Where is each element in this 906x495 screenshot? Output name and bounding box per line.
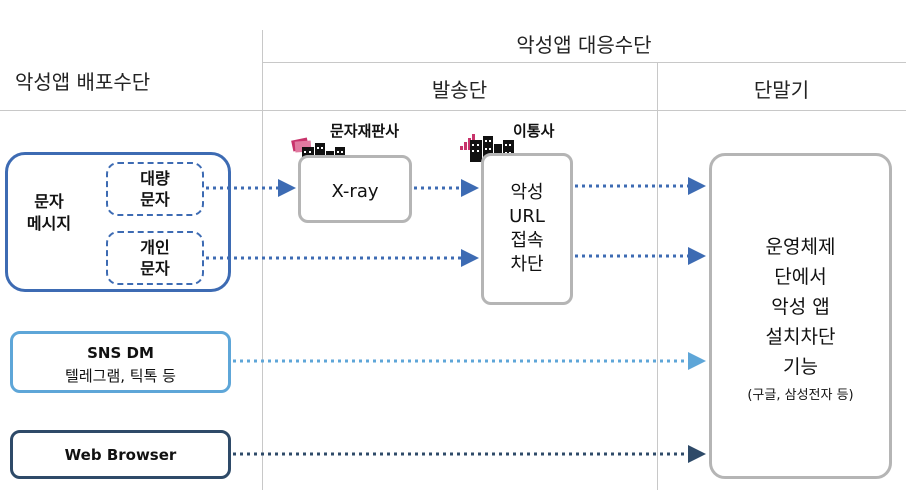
os-block-text: 운영체제 단에서 악성 앱 설치차단 기능 xyxy=(765,236,836,378)
xray-box: X-ray xyxy=(298,155,412,223)
sns-dm-box: SNS DM 텔레그램, 틱톡 등 xyxy=(10,331,231,393)
header-sender: 발송단 xyxy=(431,78,488,102)
web-browser-box: Web Browser xyxy=(10,430,231,479)
divider-vertical-1 xyxy=(262,30,263,490)
divider-horizontal-2 xyxy=(0,110,906,111)
carrier-label: 이통사 xyxy=(513,122,555,140)
sns-dm-title: SNS DM xyxy=(87,344,154,362)
sns-dm-subtitle: 텔레그램, 틱톡 등 xyxy=(65,367,176,385)
header-distribution: 악성앱 배포수단 xyxy=(15,70,151,94)
header-terminal: 단말기 xyxy=(753,78,810,102)
header-response: 악성앱 대응수단 xyxy=(516,33,652,57)
bulk-sms-box: 대량 문자 xyxy=(106,162,204,216)
divider-vertical-2 xyxy=(657,62,658,490)
malicious-url-block-box: 악성 URL 접속 차단 xyxy=(481,153,573,305)
divider-horizontal-1 xyxy=(262,62,906,63)
os-block-box: 운영체제 단에서 악성 앱 설치차단 기능 (구글, 삼성전자 등) xyxy=(709,153,892,479)
os-block-examples: (구글, 삼성전자 등) xyxy=(747,388,854,403)
sms-message-label: 문자 메시지 xyxy=(26,192,72,233)
personal-sms-box: 개인 문자 xyxy=(106,231,204,285)
sms-reseller-label: 문자재판사 xyxy=(330,122,400,140)
